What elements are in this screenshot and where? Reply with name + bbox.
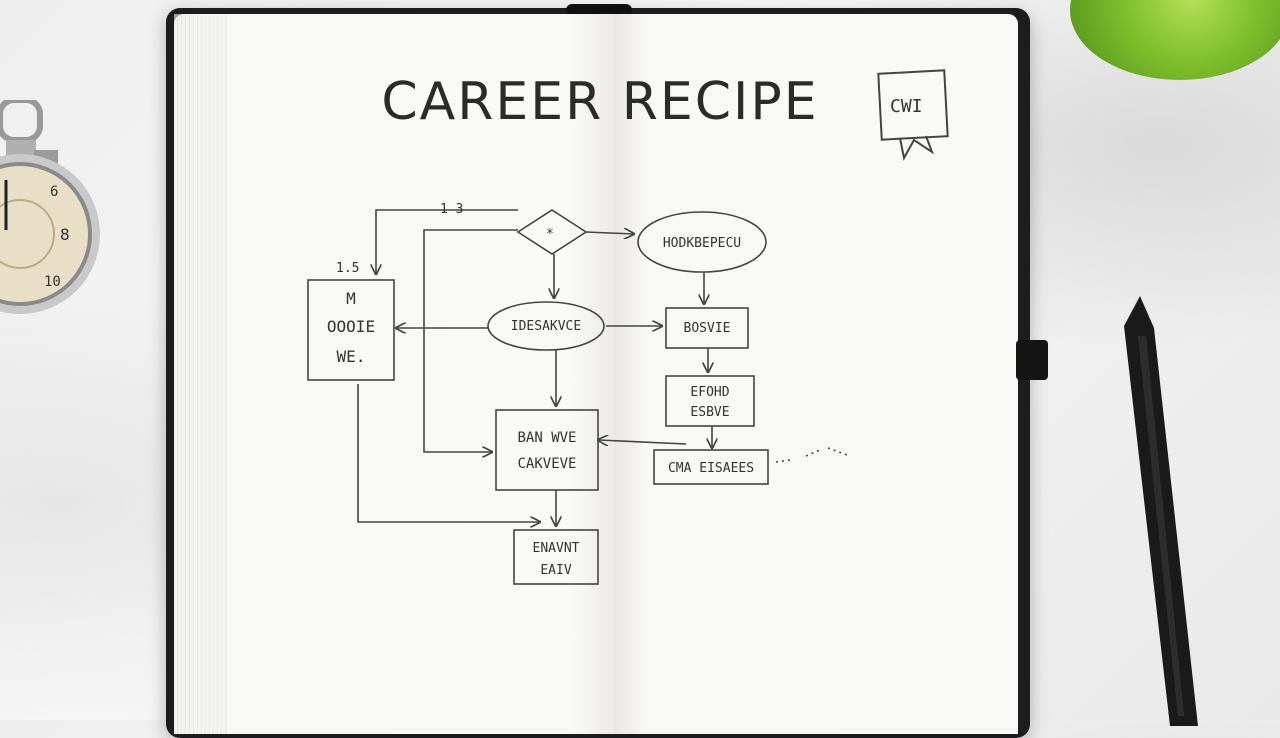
box-node-right-1 [665,307,749,349]
sign-doodle: CWI [877,69,949,161]
decision-label: * [546,227,554,242]
oval-node-center [487,301,605,351]
box-node-right-3 [653,449,769,485]
svg-text:6: 6 [50,184,58,200]
flowchart: 1 3 1.5 * HODKBEPECU M OOOIE WE. IDESAKV… [307,202,851,585]
box-node-left [307,279,395,381]
right-box-3-text: CMA EISAEES [668,461,754,476]
sign-label: CWI [890,96,923,117]
right-box-1-text: BOSVIE [684,321,731,336]
elastic-band [1016,340,1048,380]
left-box-text-2: OOOIE [327,317,375,336]
oval-top-right-text: HODKBEPECU [663,236,741,251]
bookmark-ribbon [566,4,632,16]
stopwatch: 8 10 6 [0,100,100,314]
left-box-text-1: M [346,289,356,308]
box-node-bottom [513,529,599,585]
right-box-2-text-1: EFOHD [690,385,729,400]
center-box-text-1: BAN WVE [517,430,576,446]
box-node-center [495,409,599,491]
bottom-box-text-1: ENAVNT [533,541,580,556]
bottom-box-text-2: EAIV [540,563,571,578]
center-box-text-2: CAKVEVE [517,456,576,472]
box-node-right-2 [665,375,755,427]
decision-diamond [516,209,588,255]
right-box-2-text-2: ESBVE [690,405,729,420]
svg-text:8: 8 [60,225,70,244]
page-title: CAREER RECIPE [381,72,819,132]
left-box-text-3: WE. [337,347,366,366]
oval-center-text: IDESAKVCE [511,319,581,334]
stylus-pen [1124,296,1198,726]
oval-node-top-right [637,211,767,273]
side-label: 1.5 [336,261,359,276]
svg-text:10: 10 [44,274,61,290]
page-edges [174,14,228,734]
notebook-right-page [614,14,1018,734]
top-label: 1 3 [440,202,463,217]
